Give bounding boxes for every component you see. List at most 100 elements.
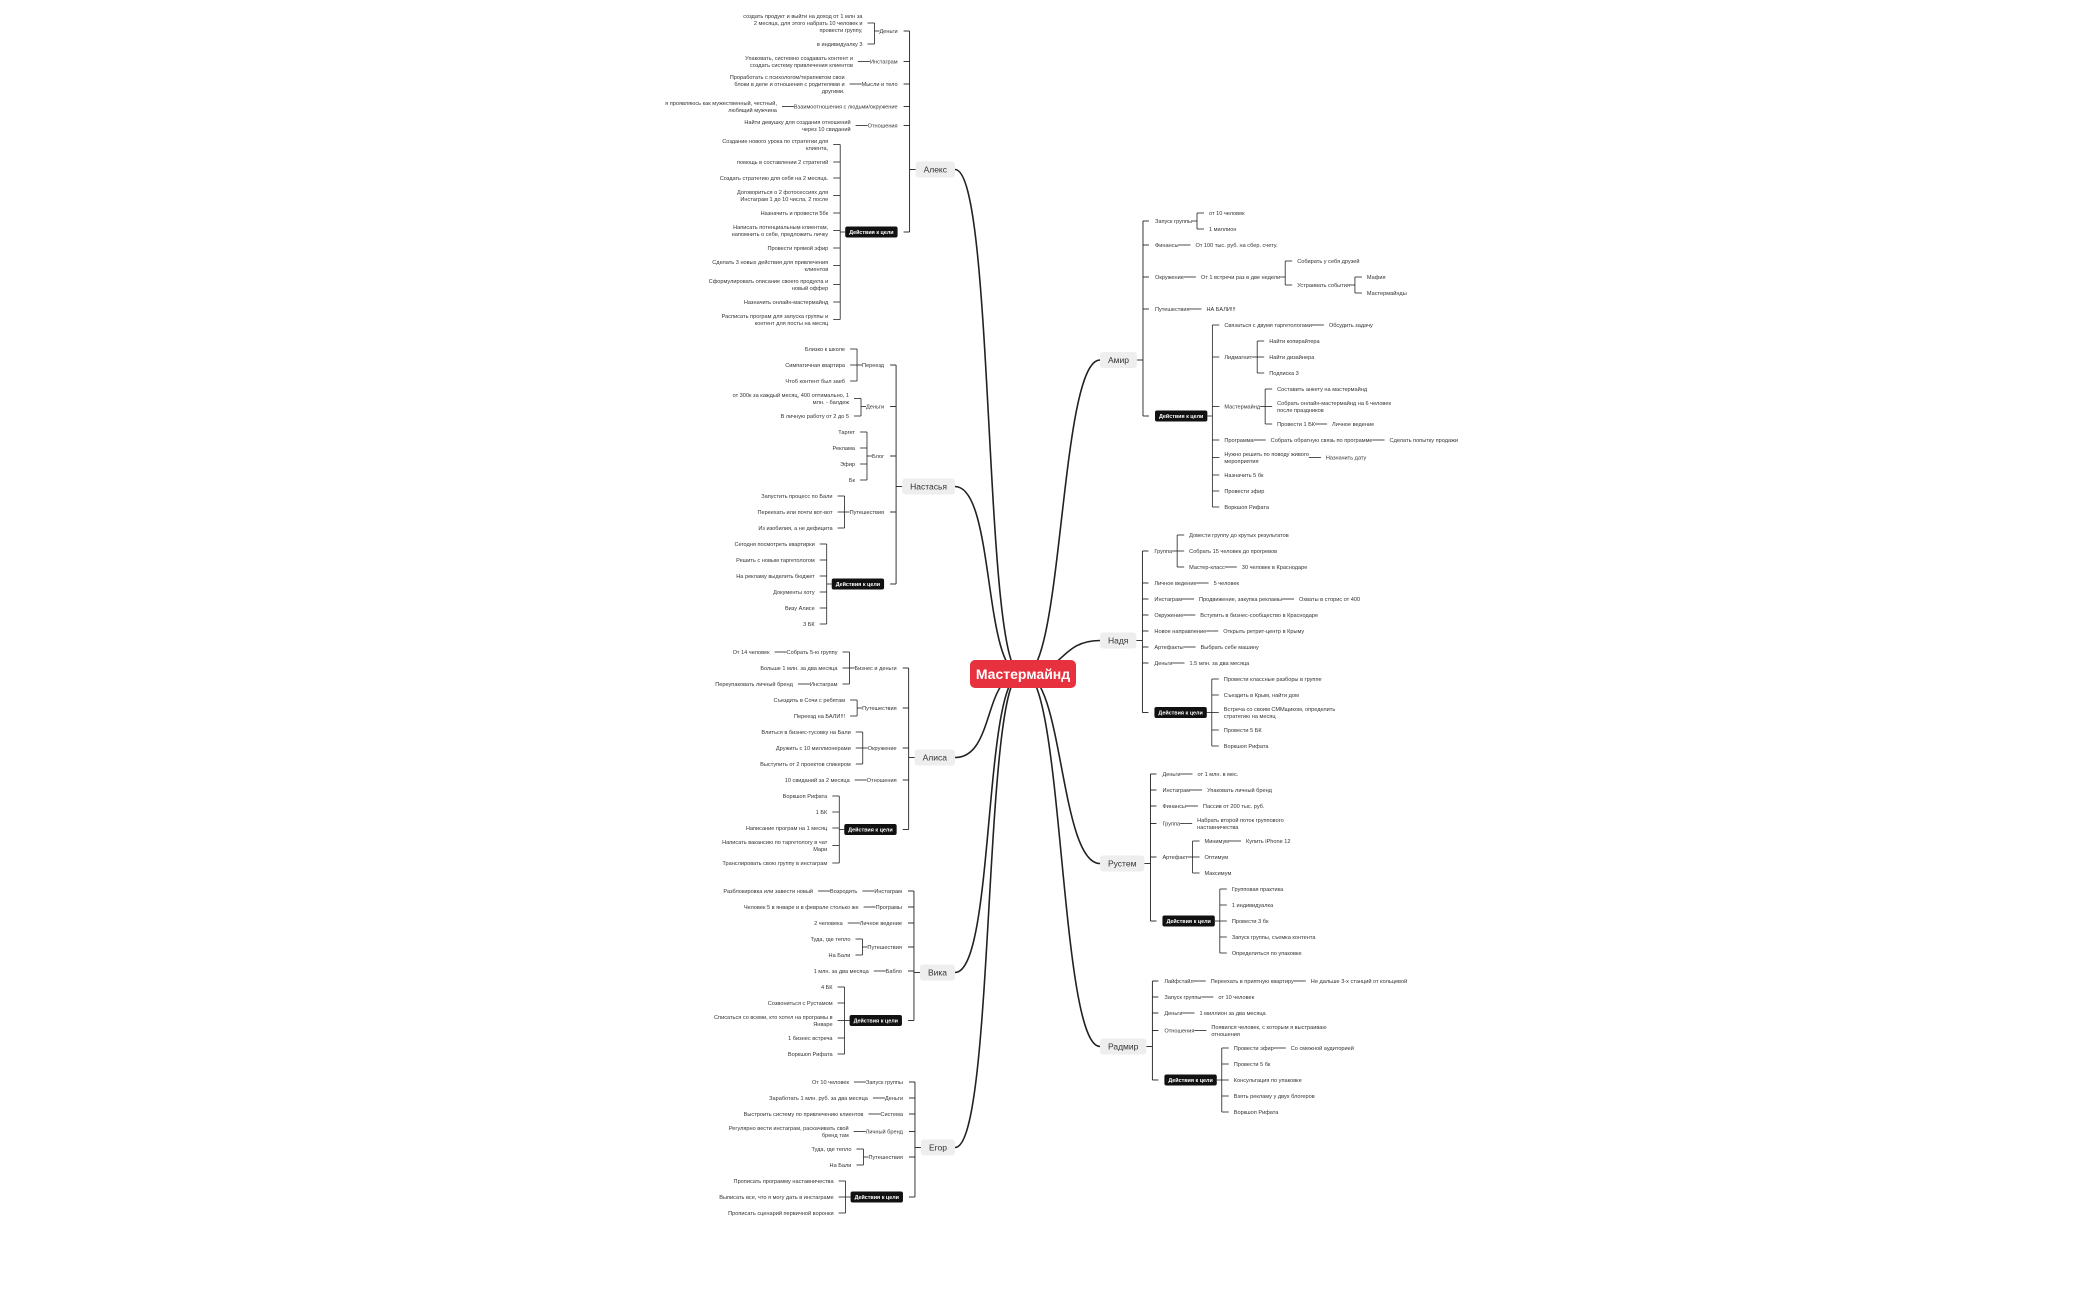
action-badge xyxy=(1154,410,1208,422)
subtopic-label: Воркшоп Рифата xyxy=(783,794,829,800)
subtopic-label: 10 свиданий за 2 месяца xyxy=(785,777,851,784)
subtopic-label: Списаться со всеми, кто хотел на програм… xyxy=(714,1015,833,1028)
topic-label: Артефакты xyxy=(1154,645,1183,651)
branch-label: Амир xyxy=(1108,355,1129,365)
subtopic-label: Провести 3 бк xyxy=(1232,919,1269,925)
subtopic-label: в индивидуалку 3 xyxy=(817,42,863,48)
branch-label: Надя xyxy=(1108,636,1129,646)
branch-curve xyxy=(954,485,1022,675)
subtopic-label: Запуск группы, съемка контента xyxy=(1232,935,1317,941)
subtopic-label: Пассив от 200 тыс. руб. xyxy=(1203,804,1265,810)
subtopic-label: Купить iPhone 12 xyxy=(1246,839,1290,845)
topic-label: Путешествия xyxy=(868,1155,903,1161)
subtopic-label: Визу Алисе xyxy=(785,606,815,612)
subtopic-label: Продвижение, закупка рекламы xyxy=(1199,597,1282,603)
subtopic-label: Реклама xyxy=(833,446,856,452)
branch-node xyxy=(920,1139,955,1156)
topic-label: Финансы xyxy=(1155,243,1178,249)
subtopic-label: Выступить от 2 проектов спикером xyxy=(760,762,851,768)
subtopic-label: Подписка 3 xyxy=(1269,371,1299,377)
subtopic-label: Запустить процесс по Бали xyxy=(761,494,832,500)
subtopic-label: 4 БК xyxy=(821,985,833,991)
subtopic-label: Туда, где тепло xyxy=(810,937,850,943)
branch-label: Рустем xyxy=(1108,859,1137,869)
topic-label: Группа xyxy=(1162,822,1181,828)
subtopic-label: Выбрать себе машину xyxy=(1201,645,1259,651)
branch-curve xyxy=(954,673,1022,974)
subtopic-label: Выстроить систему по привлечению клиенто… xyxy=(744,1112,864,1118)
subtopic-label: Назначить и провести 5бк xyxy=(761,211,829,217)
subtopic-label: Переезд на БАЛИ!!! xyxy=(794,714,846,720)
branch-label: Егор xyxy=(929,1143,947,1153)
subtopic-label: Эфир xyxy=(840,462,855,468)
subtopic-label: Воркшоп Рифата xyxy=(1224,505,1270,511)
subtopic-label: от 1 млн. в мес. xyxy=(1198,772,1239,778)
action-label: Действия к цели xyxy=(1166,918,1210,925)
subtopic-label: Не дальше 3-х станций от кольцевой xyxy=(1311,978,1407,985)
branch-node xyxy=(914,749,955,766)
central-topic[interactable]: Мастермайнд xyxy=(970,660,1076,688)
topic-label: Переезд xyxy=(862,363,885,369)
branch-node xyxy=(1100,1038,1147,1055)
subtopic-label: От 14 человек xyxy=(733,650,771,656)
topic-label: Мысли и тело xyxy=(862,82,898,88)
topic-label: Инстаграм xyxy=(1162,788,1190,794)
subtopic-label: Съездить в Сочи с ребятам xyxy=(774,698,846,704)
action-badge xyxy=(850,1191,903,1203)
action-label: Действия к цели xyxy=(836,581,880,588)
topic-label: Окружение xyxy=(868,746,897,752)
subtopic-label: Воркшоп Рифата xyxy=(1224,744,1270,750)
subtopic-label: Влиться в бизнес-тусовку на Бали xyxy=(761,730,850,736)
action-label: Действия к цели xyxy=(849,229,893,236)
subtopic-label: Сформулировать описание своего продукта … xyxy=(709,279,829,292)
topic-label: Новое направление xyxy=(1154,629,1206,635)
subtopic-label: 1 индивидуалка xyxy=(1232,903,1274,909)
subtopic-label: В личную работу от 2 до 5 xyxy=(781,414,849,420)
action-badge xyxy=(831,578,885,590)
subtopic-label: Личное ведение xyxy=(1332,422,1374,428)
topic-label: Путешествия xyxy=(862,706,897,712)
subtopic-label: Больше 1 млн. за два месяца xyxy=(760,666,838,672)
subtopic-label: Лидмагнит xyxy=(1224,355,1252,361)
subtopic-label: Мастер-класс xyxy=(1189,565,1225,571)
topic-label: Инстаграм xyxy=(1154,597,1182,603)
subtopic-label: 1 миллион xyxy=(1209,227,1237,233)
subtopic-label: Воркшоп Рифата xyxy=(1234,1110,1280,1116)
subtopic-label: Довести группу до крутых результатов xyxy=(1189,533,1289,539)
topic-label: Путешествия xyxy=(1155,307,1190,313)
subtopic-label: От 100 тыс. руб. на сбер. счету. xyxy=(1195,243,1278,249)
subtopic-label: 1.5 млн. за два месяца xyxy=(1189,661,1250,667)
subtopic-label: На Бали xyxy=(830,1163,852,1169)
subtopic-label: Написать потенциальным клиентам,напомнит… xyxy=(732,225,829,238)
subtopic-label: Появился человек, с которым я выстраиваю… xyxy=(1211,1025,1326,1038)
central-topic-label: Мастермайнд xyxy=(975,666,1071,682)
subtopic-label: от 10 человек xyxy=(1209,211,1245,217)
topic-label: Окружение xyxy=(1155,275,1184,281)
subtopic-label: я проявляюсь как мужественный, честный,л… xyxy=(665,100,778,114)
topic-label: Окружение xyxy=(1154,613,1183,619)
topic-label: Система xyxy=(880,1112,903,1118)
subtopic-label: На Бали xyxy=(829,953,851,959)
topic-label: Деньги xyxy=(880,29,898,35)
topic-label: Личное ведение xyxy=(1154,581,1196,587)
subtopic-label: Создать стратегию для себя на 2 месяца. xyxy=(720,176,829,182)
branch-node xyxy=(902,478,955,495)
topic-label: Деньги xyxy=(866,405,884,411)
action-badge xyxy=(1154,707,1207,718)
subtopic-label: 30 человек в Краснодаре xyxy=(1242,565,1308,571)
subtopic-label: Возродить xyxy=(830,889,857,895)
branch-curve xyxy=(1024,359,1101,675)
subtopic-label: Документы хоту xyxy=(773,590,815,596)
subtopic-label: Найти копирайтера xyxy=(1269,338,1320,345)
topic-label: Бизнес и деньги xyxy=(855,666,897,672)
branch-node xyxy=(915,161,955,178)
branch-curve xyxy=(954,673,1022,1149)
topic-label: Програмы xyxy=(876,905,902,911)
branch-node xyxy=(1100,632,1137,649)
subtopic-label: Устраивать события xyxy=(1297,283,1350,289)
subtopic-label: Переехать или почти вот-вот xyxy=(757,510,833,516)
